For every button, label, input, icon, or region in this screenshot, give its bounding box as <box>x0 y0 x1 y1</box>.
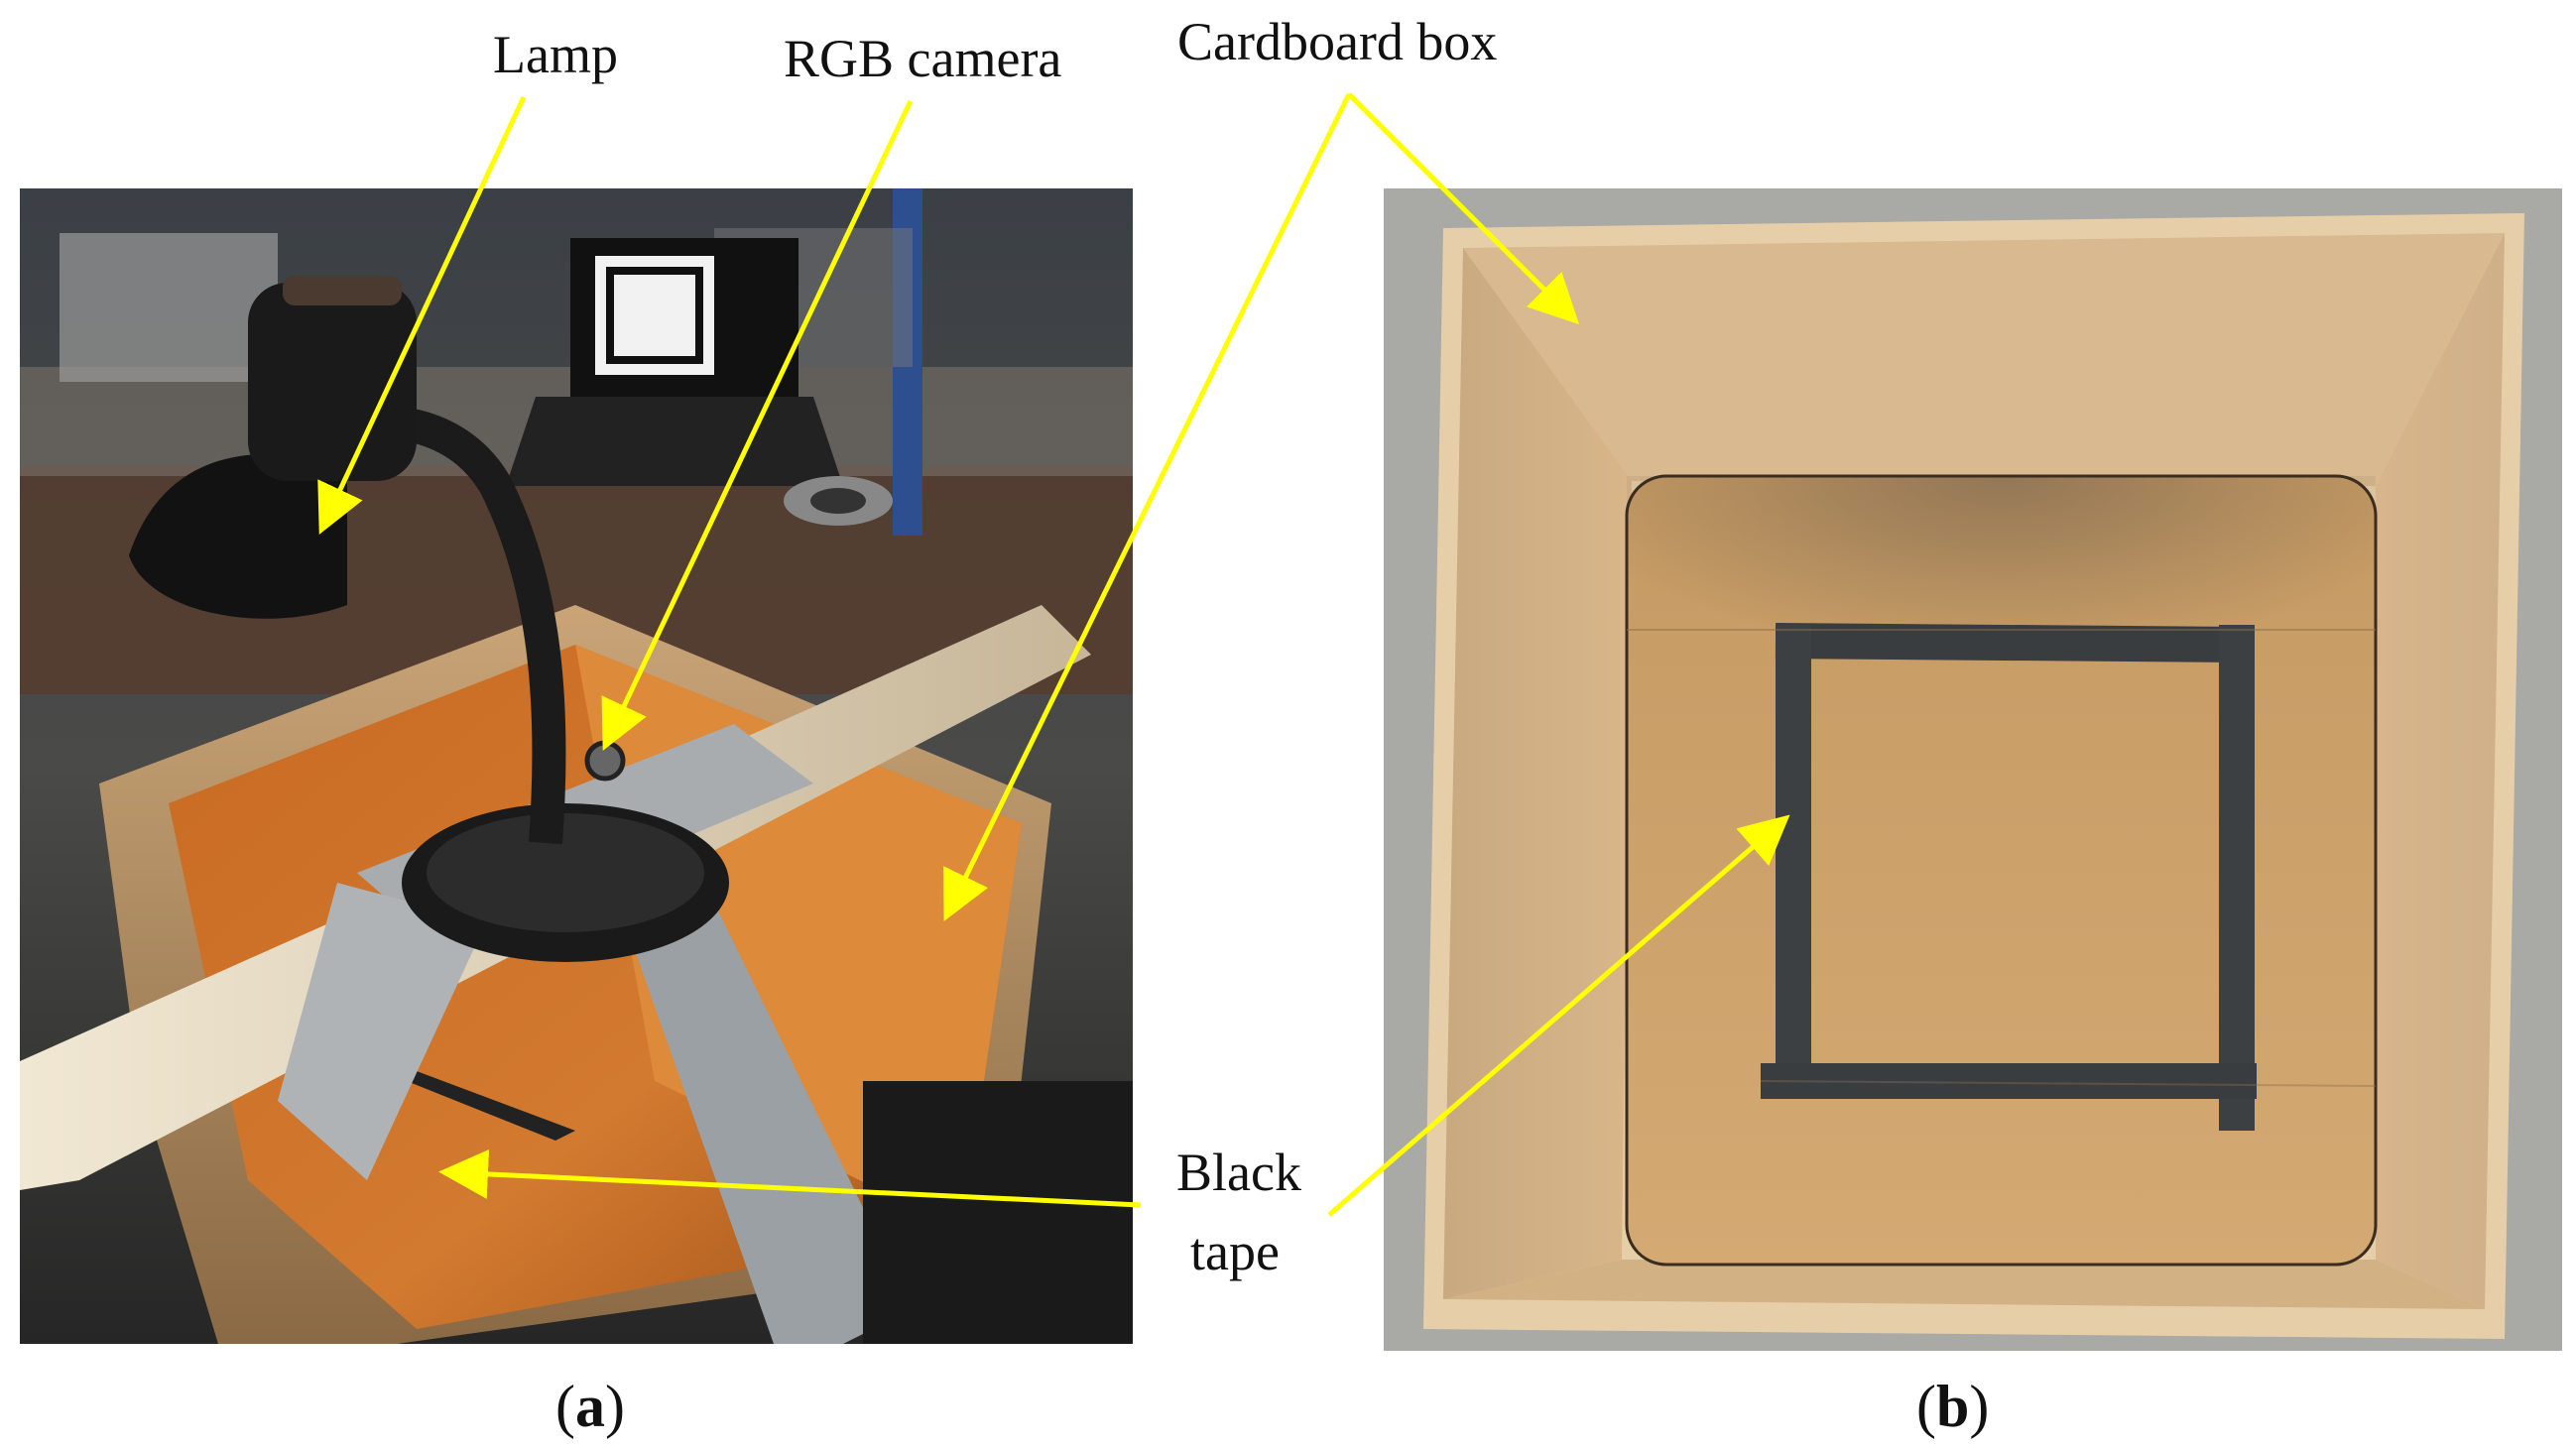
rgb-camera-arrow <box>601 99 914 752</box>
rgb-camera-label: RGB camera <box>784 29 1062 88</box>
black-tape-arrow-a <box>438 1148 1142 1208</box>
photo-panel-a <box>20 188 1133 1344</box>
cardboard-box-arrow-a <box>943 92 1352 921</box>
photo-b-illustration <box>1384 188 2562 1351</box>
caption-b: (b) <box>1916 1374 1990 1439</box>
lamp-arrow <box>317 95 527 536</box>
cardboard-box-label: Cardboard box <box>1177 12 1498 71</box>
caption-a: (a) <box>555 1374 625 1439</box>
black-tape-arrow-b <box>1327 814 1790 1217</box>
photo-a-illustration <box>20 188 1133 1344</box>
lamp-label: Lamp <box>493 25 618 84</box>
cardboard-box-arrow-b <box>1347 92 1580 325</box>
black-tape-label-line1: Black <box>1176 1143 1301 1202</box>
photo-panel-b <box>1384 188 2562 1351</box>
black-tape-label-line2: tape <box>1190 1222 1280 1281</box>
